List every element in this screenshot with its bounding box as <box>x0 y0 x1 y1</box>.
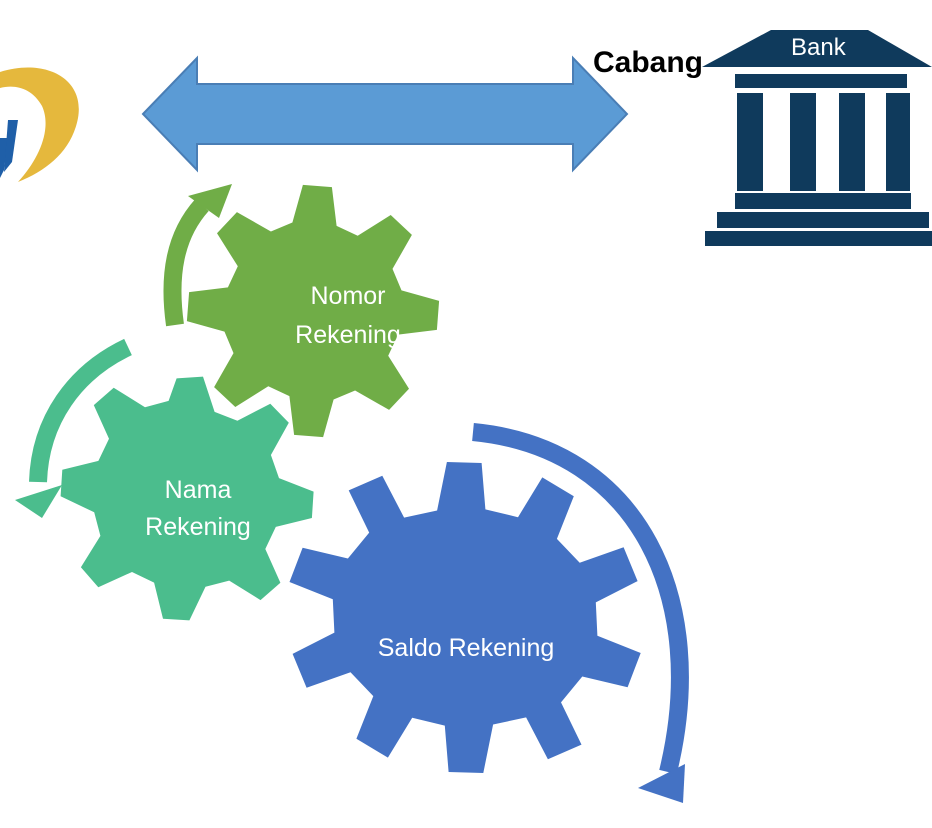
arrow-green <box>163 184 232 327</box>
gear-label-nama-line1: Nama <box>165 476 232 504</box>
arrow-blue <box>472 423 689 803</box>
gear-nama <box>60 376 314 621</box>
gear-saldo <box>289 462 641 773</box>
bank-icon-label: Bank <box>791 34 847 61</box>
gear-label-saldo: Saldo Rekening <box>378 634 555 662</box>
gear-label-nomor-line2: Rekening <box>295 321 401 349</box>
gear-label-nama-line2: Rekening <box>145 513 251 541</box>
company-logo <box>0 67 79 182</box>
gear-nomor <box>186 184 440 438</box>
gear-label-nomor-line1: Nomor <box>310 282 385 310</box>
branch-label: Cabang <box>593 46 703 79</box>
bank-icon <box>702 30 932 246</box>
arrow-teal <box>15 338 132 518</box>
double-arrow <box>141 55 629 173</box>
